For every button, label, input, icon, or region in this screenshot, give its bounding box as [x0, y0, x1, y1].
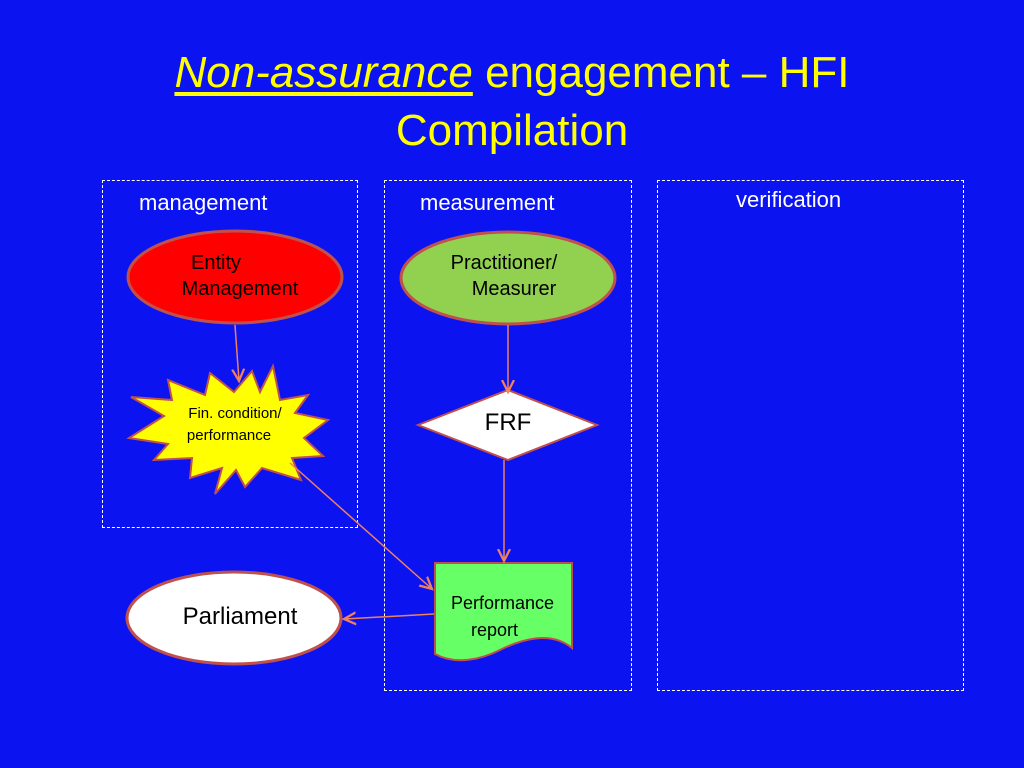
- title-rest: engagement – HFI: [472, 48, 850, 97]
- performance-report-document: [434, 562, 573, 662]
- parliament-node: [125, 570, 343, 666]
- parliament-label: Parliament: [182, 603, 298, 630]
- practitioner-node: [399, 230, 617, 326]
- arrow-entity-to-fin: [235, 324, 239, 381]
- measurement-zone: [384, 180, 632, 691]
- practitioner-label: Practitioner/ Measurer: [450, 252, 558, 300]
- entity-management-node: [126, 229, 344, 325]
- verification-zone: [657, 180, 964, 691]
- arrow-fin-to-report: [289, 462, 432, 589]
- slide-title: Non-assurance engagement – HFI Compilati…: [62, 44, 962, 160]
- verification-label: verification: [736, 187, 842, 212]
- measurement-label: measurement: [420, 190, 555, 215]
- performance-report-label: Performance report: [450, 593, 555, 640]
- management-label: management: [139, 190, 268, 215]
- frf-diamond: [415, 388, 600, 462]
- title-line2: Compilation: [395, 106, 629, 155]
- fin-condition-label: Fin. condition/ performance: [186, 405, 282, 444]
- arrow-report-to-parliament: [344, 614, 435, 619]
- entity-management-label: Entity Management: [181, 252, 299, 300]
- title-emphasis: Non-assurance: [174, 48, 473, 97]
- frf-label: FRF: [484, 409, 532, 436]
- management-zone: [102, 180, 358, 528]
- fin-condition-starburst: [126, 362, 331, 495]
